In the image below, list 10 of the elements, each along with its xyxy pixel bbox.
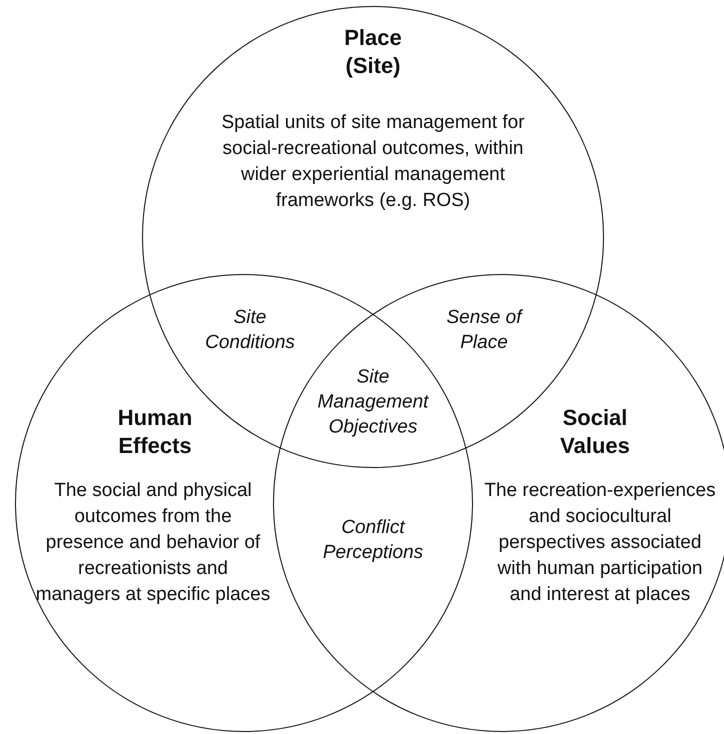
circle-description: The recreation-experiences and sociocultural perspectives associated with human participation and interest at places bbox=[483, 479, 717, 607]
circle-description: Spatial units of site management for social-recreational outcomes, within wider experiential management frameworks (e.g. ROS) bbox=[220, 111, 526, 213]
overlap-label: Conflict Perceptions bbox=[322, 516, 424, 565]
circle-heading: Human Effects bbox=[116, 404, 194, 460]
overlap-label: Site Conditions bbox=[204, 306, 296, 355]
overlap-label: Site Management Objectives bbox=[316, 366, 430, 440]
overlap-label: Sense of Place bbox=[446, 306, 522, 355]
circle-heading: Place (Site) bbox=[343, 24, 403, 80]
circle-description: The social and physical outcomes from the presence and behavior of recreationists and managers at specific places bbox=[36, 479, 270, 607]
circle-heading: Social Values bbox=[559, 404, 631, 460]
